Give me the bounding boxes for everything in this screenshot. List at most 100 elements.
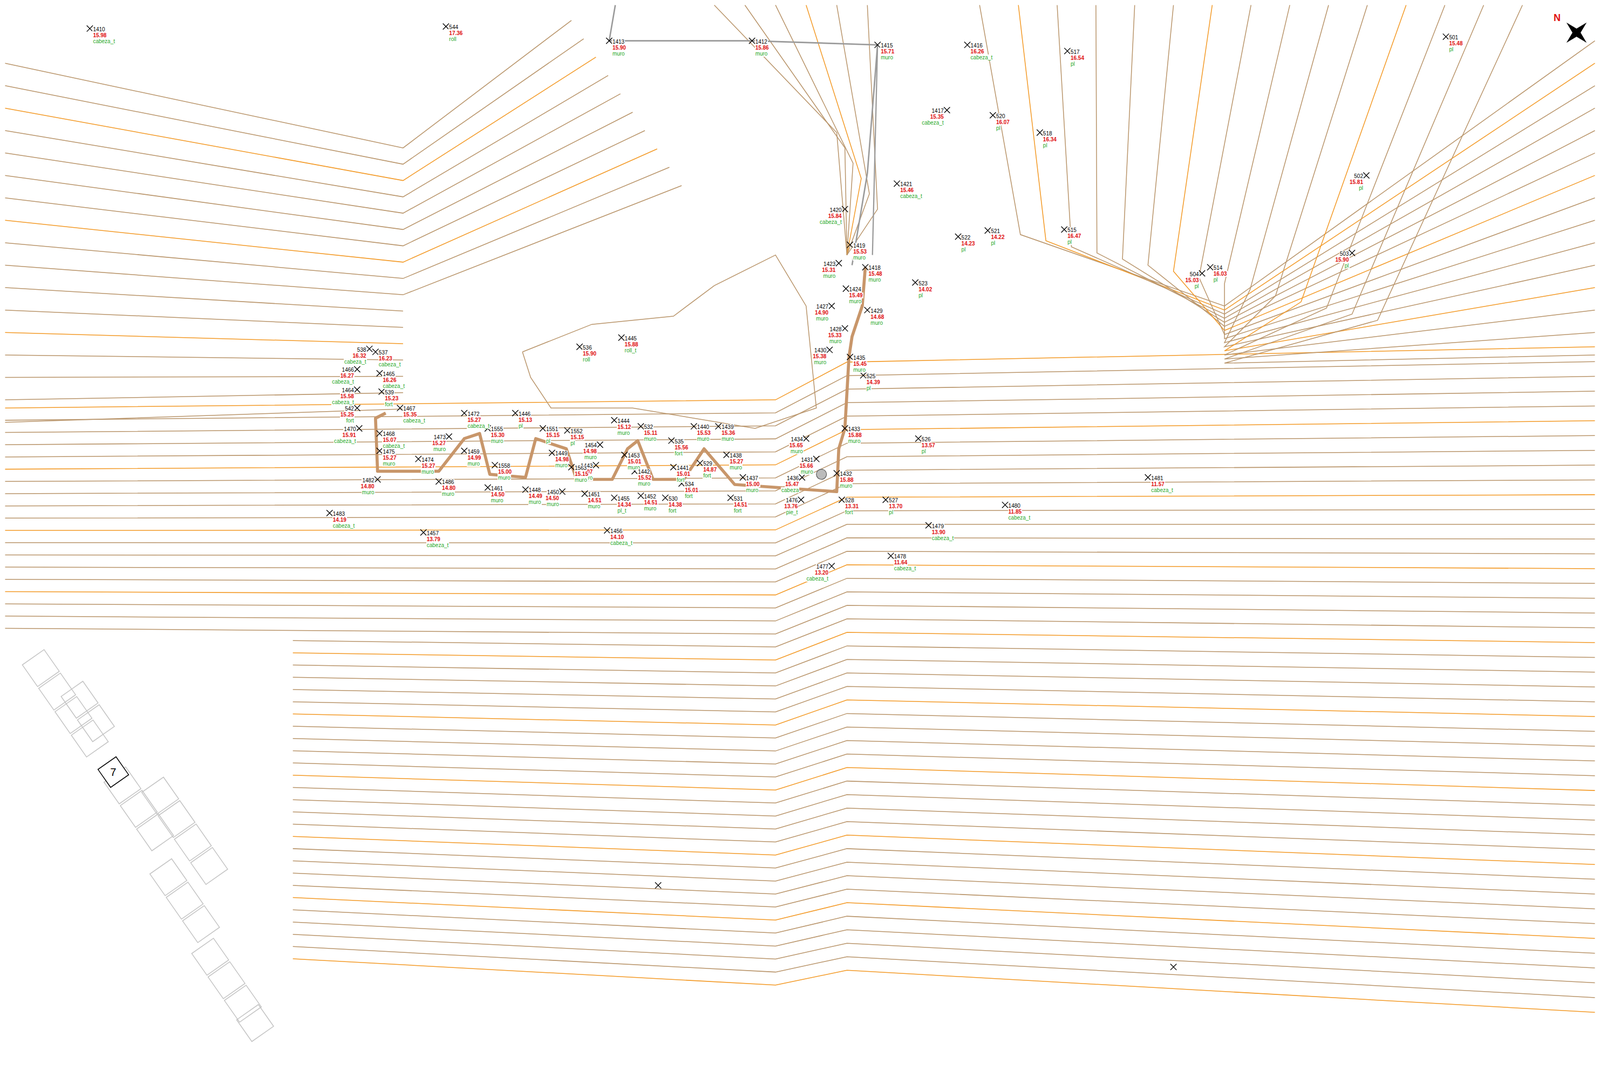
point-code: pl — [518, 423, 524, 430]
elevation-value: 13.31 — [844, 503, 860, 510]
point-code: pl — [921, 448, 927, 455]
contour-line — [293, 946, 1596, 998]
point-number: 1483 — [332, 511, 346, 517]
survey-cross — [559, 488, 565, 495]
point-number: 1476 — [785, 497, 799, 504]
survey-cross — [548, 450, 555, 456]
elevation-value: 14.19 — [332, 516, 347, 523]
point-number: 1423 — [822, 261, 836, 268]
survey-cross — [353, 366, 360, 373]
point-code: muro — [490, 438, 505, 445]
elevation-value: 15.35 — [929, 113, 945, 120]
point-number: 1448 — [528, 487, 542, 494]
point-code: pl — [995, 125, 1002, 132]
sheet-number: 7 — [110, 766, 117, 779]
point-number: 1454 — [584, 442, 598, 449]
survey-cross — [989, 112, 996, 119]
survey-cross — [353, 405, 360, 412]
contour-line — [1057, 4, 1596, 315]
point-code: pl — [1070, 60, 1076, 67]
point-code: muro — [822, 273, 837, 279]
sheet-index — [158, 800, 195, 838]
elevation-value: 15.45 — [852, 361, 868, 367]
point-code: fort — [345, 417, 354, 424]
survey-cross — [564, 427, 571, 434]
point-code: cabeza_t — [378, 361, 402, 368]
point-number: 523 — [917, 280, 929, 287]
survey-cross — [397, 405, 404, 412]
survey-cross — [356, 425, 363, 432]
elevation-value: 15.11 — [643, 430, 658, 437]
elevation-value: 17.36 — [448, 30, 464, 37]
elevation-value: 16.26 — [970, 48, 985, 55]
contour-line — [293, 835, 1596, 865]
point-number: 1449 — [554, 450, 568, 457]
contour-line — [4, 409, 403, 423]
elevation-value: 14.02 — [917, 286, 933, 293]
point-number: 1558 — [497, 463, 511, 469]
survey-cross — [912, 279, 919, 286]
contour-line — [293, 861, 1596, 895]
sheet-index — [71, 719, 108, 757]
point-number: 521 — [990, 228, 1001, 235]
survey-cross — [461, 410, 468, 417]
point-number: 1439 — [720, 424, 734, 431]
survey-cross — [522, 486, 529, 493]
survey-cross — [1036, 129, 1043, 136]
sheet-index — [150, 859, 187, 896]
survey-cross — [749, 37, 755, 44]
elevation-value: 14.51 — [643, 499, 659, 506]
contour-line — [4, 524, 1595, 557]
survey-cross — [420, 529, 427, 536]
contour-line — [4, 361, 1595, 421]
point-number: 1486 — [441, 479, 455, 486]
elevation-value: 15.25 — [339, 411, 355, 418]
point-code: muro — [869, 320, 884, 326]
point-code: muro — [361, 489, 376, 496]
sheet-index — [174, 824, 211, 861]
contour-line — [4, 450, 1595, 494]
point-code: muro — [852, 366, 867, 373]
point-code: pl — [917, 292, 924, 299]
sheet-index — [236, 1004, 274, 1042]
elevation-value: 14.51 — [587, 497, 603, 504]
contour-line — [4, 167, 670, 279]
point-number: 1468 — [382, 431, 396, 438]
north-label: N — [1553, 12, 1562, 24]
boundary-line — [872, 44, 878, 255]
survey-cross — [376, 447, 383, 454]
survey-cross — [655, 882, 662, 889]
elevation-value: 15.33 — [827, 332, 843, 339]
survey-cross — [1145, 474, 1152, 481]
sheet-index — [141, 777, 179, 814]
point-code: muro — [497, 474, 512, 481]
elevation-value: 15.58 — [339, 393, 355, 400]
point-code: muro — [466, 460, 481, 467]
elevation-value: 15.56 — [673, 444, 689, 451]
point-number: 1450 — [546, 489, 560, 496]
point-code: pl — [866, 385, 872, 392]
survey-cross — [376, 370, 383, 377]
sheet-index — [190, 847, 228, 885]
elevation-value: 16.27 — [339, 372, 355, 379]
contour-line — [293, 686, 1596, 712]
survey-cross — [568, 464, 575, 471]
point-code: muro — [720, 436, 735, 442]
contour-line — [4, 479, 1595, 519]
point-code: pl — [1358, 185, 1364, 192]
contour-line — [1224, 4, 1595, 359]
point-code: muro — [432, 446, 447, 453]
survey-cross — [372, 349, 379, 356]
survey-cross — [828, 563, 835, 570]
survey-cross — [1170, 964, 1177, 971]
elevation-value: 15.65 — [788, 442, 804, 449]
elevation-value: 14.38 — [668, 501, 683, 508]
elevation-value: 15.38 — [812, 353, 827, 360]
survey-cross — [841, 206, 848, 213]
point-code: muro — [637, 480, 651, 487]
contour-line — [293, 922, 1596, 969]
point-code: muro — [800, 468, 814, 475]
contour-line — [293, 794, 1596, 821]
survey-cross — [86, 25, 93, 32]
